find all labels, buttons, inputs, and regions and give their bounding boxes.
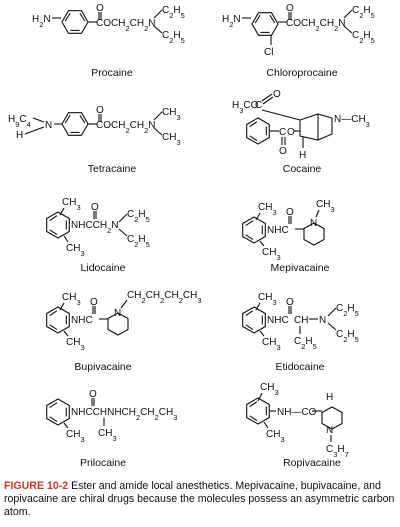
mepivacaine-ring-n: N xyxy=(310,218,317,229)
ropivacaine-methyl-bottom: CH3 xyxy=(266,429,285,444)
chloroprocaine-carbonyl-o: O xyxy=(286,3,294,14)
chloroprocaine-ethyl-top: C2H5 xyxy=(352,5,375,20)
procaine-structure: H2N O COCH2CH2N C2H5 C2H5 Procaine xyxy=(32,3,185,79)
procaine-amine-label: H2N xyxy=(32,14,51,29)
tetracaine-ester-label: COCH2CH2N xyxy=(96,120,155,135)
cocaine-ester-o: O xyxy=(287,127,295,138)
ropivacaine-amide-label: NH—CO xyxy=(277,407,317,418)
chloroprocaine-structure: H2N Cl O COCH2CH2N C2H5 C2H5 Chloroproca… xyxy=(222,3,375,79)
etidocaine-ethyl-top: C2H5 xyxy=(336,303,359,318)
figure-caption: FIGURE 10-2 Ester and amide local anesth… xyxy=(4,480,396,520)
tetracaine-methyl-bottom: CH3 xyxy=(162,132,181,147)
tetracaine-butyl-label: H9C4 xyxy=(8,114,31,129)
cocaine-benzoyl-o: O xyxy=(279,146,287,157)
ropivacaine-ring-n: N xyxy=(326,425,333,436)
etidocaine-methyl-top: CH3 xyxy=(258,292,277,307)
mepivacaine-n-methyl: CH3 xyxy=(316,199,335,214)
lidocaine-structure: CH3 CH3 NHCCH2N O C2H5 C2H5 Lidocaine xyxy=(46,197,150,274)
cocaine-structure: H3CO C O N—CH3 C O O H Cocaine xyxy=(232,89,370,175)
cocaine-carbonyl-o: O xyxy=(273,89,281,100)
lidocaine-ethyl-top: C2H5 xyxy=(127,209,150,224)
cocaine-name: Cocaine xyxy=(283,163,322,175)
tetracaine-structure: H9C4 H N O COCH2CH2N CH3 CH3 Tetracaine xyxy=(8,105,181,175)
procaine-name: Procaine xyxy=(91,67,133,79)
etidocaine-carbonyl-o: O xyxy=(286,297,294,308)
chloroprocaine-amine-label: H2N xyxy=(222,14,241,29)
etidocaine-alpha-ethyl: C2H5 xyxy=(294,336,317,351)
procaine-ethyl-top: C2H5 xyxy=(162,5,185,20)
chloroprocaine-cl: Cl xyxy=(264,47,273,58)
etidocaine-structure: CH3 CH3 NHC O CH N C2H5 C2H5 C2H5 Etidoc… xyxy=(242,292,359,373)
bupivacaine-amide-label: NHC xyxy=(71,315,93,326)
tetracaine-methyl-top: CH3 xyxy=(162,107,181,122)
cocaine-ester-c: C xyxy=(255,100,262,111)
etidocaine-name: Etidocaine xyxy=(275,361,324,373)
etidocaine-ch: CH xyxy=(294,315,308,326)
chloroprocaine-ester-label: COCH2CH2N xyxy=(286,18,345,33)
etidocaine-amide-label: NHC xyxy=(267,315,289,326)
etidocaine-ethyl-bottom: C2H5 xyxy=(336,329,359,344)
mepivacaine-amide-label: NHC xyxy=(267,225,289,236)
tetracaine-name: Tetracaine xyxy=(88,163,137,175)
cocaine-methyl-ester-label: H3CO xyxy=(232,100,259,115)
lidocaine-name: Lidocaine xyxy=(81,262,126,274)
prilocaine-name: Prilocaine xyxy=(80,457,126,469)
bupivacaine-ring-n: N xyxy=(114,308,121,319)
caption-text: Ester and amide local anesthetics. Mepiv… xyxy=(4,480,395,519)
chloroprocaine-name: Chloroprocaine xyxy=(266,67,337,79)
ropivacaine-propyl: C3H7 xyxy=(326,444,349,459)
bupivacaine-methyl-top: CH3 xyxy=(62,292,81,307)
procaine-ethyl-bottom: C2H5 xyxy=(162,30,185,45)
prilocaine-alpha-methyl: CH3 xyxy=(98,428,117,443)
bupivacaine-methyl-bottom: CH3 xyxy=(66,337,85,352)
tetracaine-h-label: H xyxy=(16,130,23,141)
cocaine-h: H xyxy=(299,150,306,161)
ropivacaine-methyl-top: CH3 xyxy=(260,382,279,397)
lidocaine-ethyl-bottom: C2H5 xyxy=(127,234,150,249)
lidocaine-methyl-top: CH3 xyxy=(62,197,81,212)
mepivacaine-methyl-bottom: CH3 xyxy=(262,247,281,262)
bupivacaine-butyl: CH2CH2CH2CH3 xyxy=(127,290,202,305)
mepivacaine-carbonyl-o: O xyxy=(286,207,294,218)
figure-label: FIGURE 10-2 xyxy=(4,480,69,492)
lidocaine-carbonyl-o: O xyxy=(91,202,99,213)
lidocaine-amide-label: NHCCH2N xyxy=(71,220,119,235)
procaine-carbonyl-o: O xyxy=(96,3,104,14)
mepivacaine-name: Mepivacaine xyxy=(271,262,330,274)
chloroprocaine-ethyl-bottom: C2H5 xyxy=(352,30,375,45)
mepivacaine-structure: CH3 CH3 NHC O N CH3 Mepivacaine xyxy=(242,199,335,274)
lidocaine-methyl-bottom: CH3 xyxy=(66,243,85,258)
ropivacaine-name: Ropivacaine xyxy=(283,457,341,469)
procaine-ester-label: COCH2CH2N xyxy=(96,18,155,33)
ropivacaine-h: H xyxy=(326,392,333,403)
etidocaine-methyl-bottom: CH3 xyxy=(262,337,281,352)
mepivacaine-methyl-top: CH3 xyxy=(258,202,277,217)
tetracaine-n-label: N xyxy=(45,120,52,131)
prilocaine-amide-label: NHCCHNHCH2CH2CH3 xyxy=(71,407,177,422)
etidocaine-n: N xyxy=(319,315,326,326)
bupivacaine-name: Bupivacaine xyxy=(74,361,131,373)
ropivacaine-structure: CH3 CH3 NH—CO H N C3H7 Ropivacaine xyxy=(246,382,349,469)
cocaine-benzoyl-c: C xyxy=(279,127,286,138)
prilocaine-carbonyl-o: O xyxy=(89,389,97,400)
cocaine-n-methyl: N—CH3 xyxy=(334,114,370,129)
structures-figure: H2N O COCH2CH2N C2H5 C2H5 Procaine H2N C… xyxy=(8,3,375,469)
prilocaine-structure: CH3 NHCCHNHCH2CH2CH3 O CH3 Prilocaine xyxy=(46,389,177,469)
bupivacaine-structure: CH3 CH3 NHC O N CH2CH2CH2CH3 Bupivacaine xyxy=(46,290,202,373)
bupivacaine-carbonyl-o: O xyxy=(90,297,98,308)
prilocaine-methyl: CH3 xyxy=(66,429,85,444)
tetracaine-carbonyl-o: O xyxy=(96,105,104,116)
